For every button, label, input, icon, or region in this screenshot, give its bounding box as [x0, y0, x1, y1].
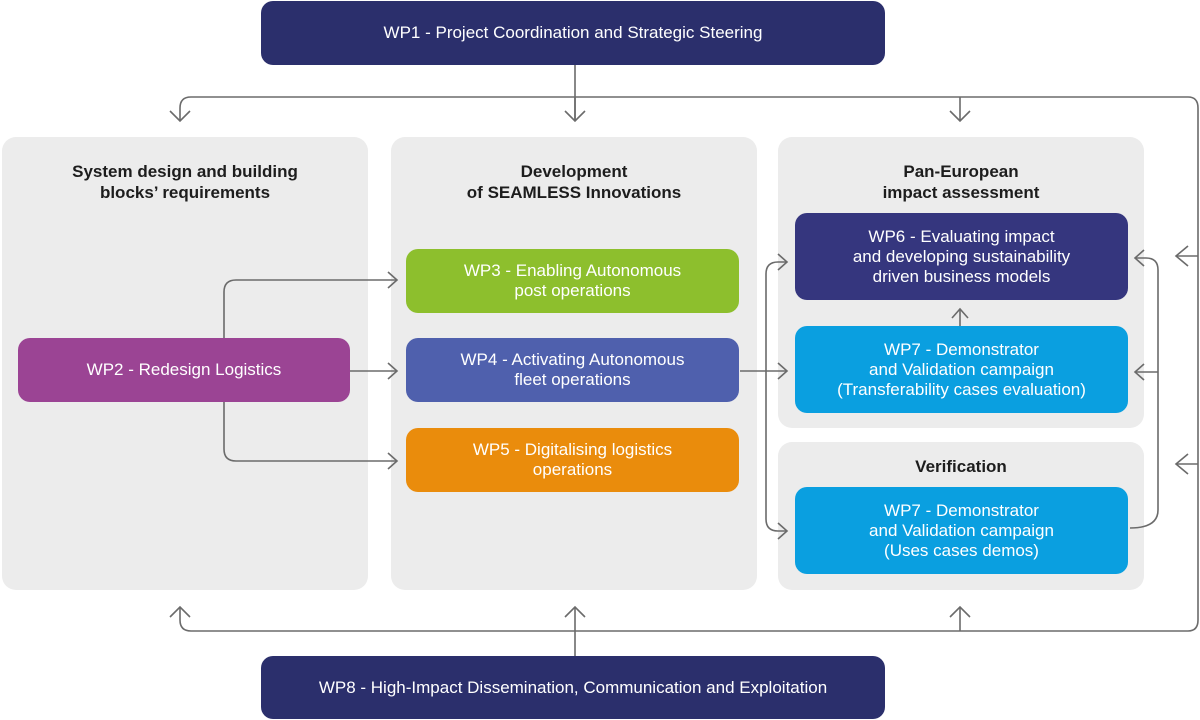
arrowhead-top-right [949, 110, 971, 123]
arrowhead-wp5 [387, 452, 399, 470]
connector-wp2-to-wp5 [223, 402, 396, 462]
wp7-uses-cases-box[interactable]: WP7 - Demonstrator and Validation campai… [795, 487, 1128, 574]
panel-title-development: Development of SEAMLESS Innovations [466, 162, 682, 202]
wp6-box[interactable]: WP6 - Evaluating impact and developing s… [795, 213, 1128, 300]
wp5-box[interactable]: WP5 - Digitalising logistics operations [406, 428, 739, 492]
arrowhead-wp6-left [777, 253, 789, 271]
wp1-box[interactable]: WP1 - Project Coordination and Strategic… [261, 1, 885, 65]
arrowhead-wp3 [387, 271, 399, 289]
arrowhead-wp6-bottom [951, 307, 969, 319]
arrowhead-wp7-demos [777, 522, 789, 540]
panel-title-verification: Verification [915, 457, 1007, 476]
arrowhead-wp7-right [1133, 363, 1145, 381]
panel-title-system-design: System design and building blocks’ requi… [72, 162, 298, 202]
wp7-transferability-box[interactable]: WP7 - Demonstrator and Validation campai… [795, 326, 1128, 413]
arrowhead-wp6-right [1133, 249, 1145, 267]
connector-wp4-to-wp6 [765, 261, 786, 371]
panel-title-pan-european: Pan-European impact assessment [882, 162, 1040, 202]
connector-wp4-to-wp7-demos [765, 371, 786, 532]
arrowhead-top-left [169, 110, 191, 123]
wp2-box[interactable]: WP2 - Redesign Logistics [18, 338, 350, 402]
wp4-box[interactable]: WP4 - Activating Autonomous fleet operat… [406, 338, 739, 402]
connector-wp2-to-wp3 [223, 279, 396, 338]
arrowhead-bottom-right [949, 605, 971, 618]
connector-feedback-loop [1129, 257, 1159, 529]
arrowhead-bottom-left [169, 605, 191, 618]
arrowhead-wp7-transferability [777, 362, 789, 380]
wp8-box[interactable]: WP8 - High-Impact Dissemination, Communi… [261, 656, 885, 719]
arrowhead-bottom-mid [564, 605, 586, 618]
arrowhead-top-mid [564, 110, 586, 123]
wp3-box[interactable]: WP3 - Enabling Autonomous post operation… [406, 249, 739, 313]
connector-top-bus [179, 96, 1199, 632]
arrowhead-wp4 [387, 362, 399, 380]
